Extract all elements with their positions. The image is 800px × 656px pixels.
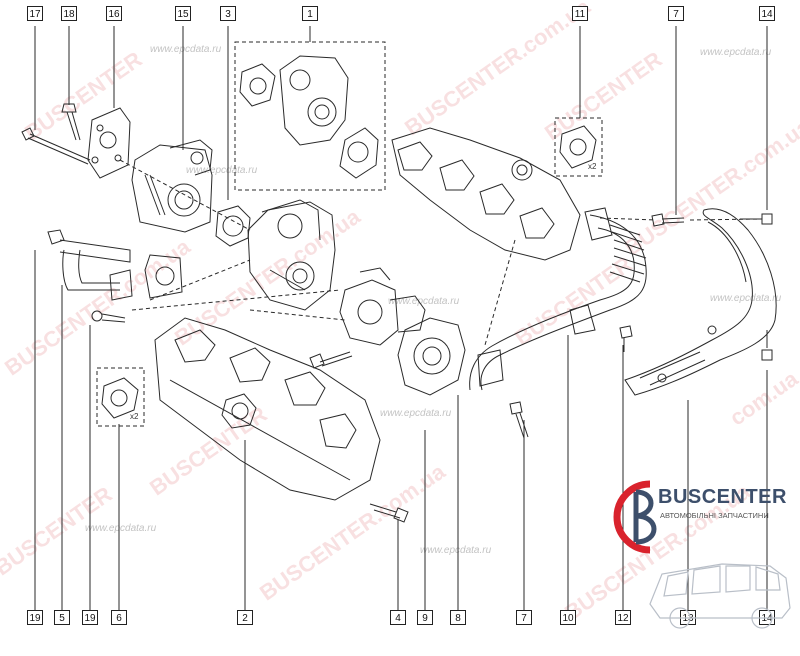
watermark-site: www.epcdata.ru [380,408,452,419]
callout-1: 1 [302,6,318,21]
gasket-6 [101,377,139,419]
bolt-14-bottom [761,330,773,361]
quantity-mark: x2 [588,162,597,171]
assembly-line [599,217,656,221]
assembly-line [689,218,763,221]
logo-graphic [613,480,791,629]
callout-7: 7 [516,610,532,625]
quantity-mark: x2 [130,412,139,421]
watermark-site: www.epcdata.ru [710,293,782,304]
watermark-site: www.epcdata.ru [186,165,258,176]
bolt-7-top [651,213,685,227]
callout-19: 19 [82,610,98,625]
pipe-10 [469,207,647,391]
callout-14: 14 [759,6,775,21]
bolt-17 [21,127,91,165]
callout-5: 5 [54,610,70,625]
callout-18: 18 [61,6,77,21]
logo-tagline: АВТОМОБІЛЬНІ ЗАПЧАСТИНИ [660,511,769,520]
minibus-icon [649,563,791,629]
bolt-center [309,351,353,369]
bolt-14-top [740,213,773,225]
group-box-11 [554,117,603,177]
bolt-12 [619,325,633,352]
watermark-site: www.epcdata.ru [150,44,222,55]
callout-7: 7 [668,6,684,21]
group-box-6 [96,367,145,427]
callout-12: 12 [615,610,631,625]
assembly-line [249,309,346,321]
assembly-line [484,239,516,346]
valve-15 [131,139,213,233]
bolt-4 [369,503,409,523]
callout-2: 2 [237,610,253,625]
watermark-site: www.epcdata.ru [85,523,157,534]
callout-6: 6 [111,610,127,625]
buscenter-logo: BUSCENTER АВТОМОБІЛЬНІ ЗАПЧАСТИНИ [610,478,796,648]
heat-shield-13 [624,208,777,396]
gasket-11 [559,125,597,169]
callout-11: 11 [572,6,588,21]
callout-16: 16 [106,6,122,21]
part-1-assembly [239,55,379,179]
gasket-3 [215,205,251,247]
logo-b-shape [635,489,657,545]
center-valve [339,267,466,396]
callout-3: 3 [220,6,236,21]
exhaust-manifold [391,127,581,261]
watermark-site: www.epcdata.ru [420,545,492,556]
bolt-18 [61,103,81,141]
bolt-19 [91,310,126,323]
group-box-1 [234,41,386,191]
valve-assembly [247,199,336,311]
manifold-2 [154,317,381,501]
callout-15: 15 [175,6,191,21]
callout-8: 8 [450,610,466,625]
watermark-site: www.epcdata.ru [388,296,460,307]
bolt-7-lower [509,401,529,439]
watermark-site: www.epcdata.ru [700,47,772,58]
callout-9: 9 [417,610,433,625]
assembly-line [149,259,251,301]
logo-arc-red [613,480,651,554]
callout-4: 4 [390,610,406,625]
callout-19: 19 [27,610,43,625]
callout-10: 10 [560,610,576,625]
bracket-16 [87,107,131,179]
assembly-line [119,159,251,231]
pipe-5 [47,229,183,301]
logo-name: BUSCENTER [658,486,787,508]
callout-17: 17 [27,6,43,21]
